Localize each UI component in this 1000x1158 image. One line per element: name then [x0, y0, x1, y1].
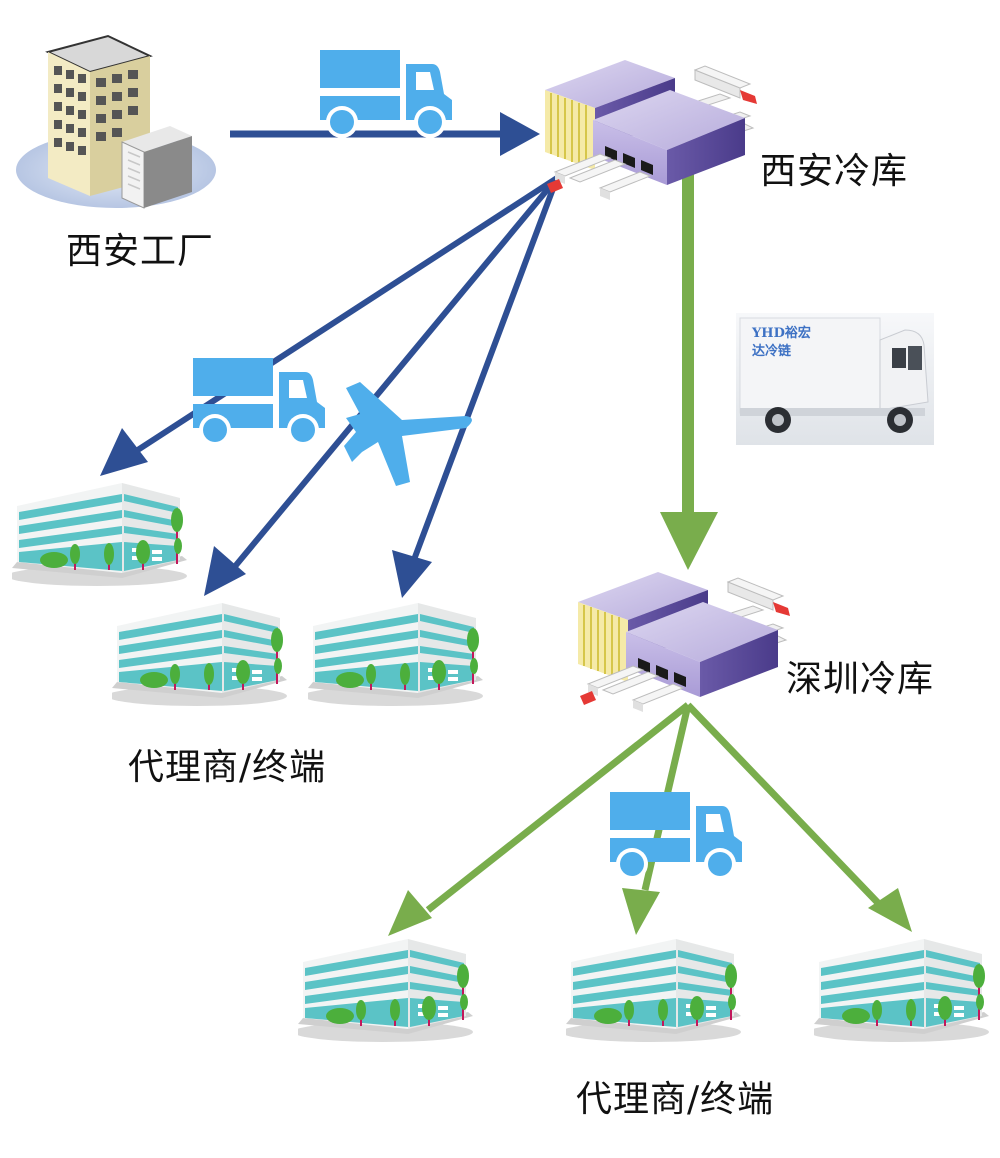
arrow-xian-to-shenzhen-storage — [660, 173, 718, 570]
arrow-shenzhen-to-dealer-4 — [388, 702, 691, 936]
truck-icon — [610, 792, 742, 880]
truck-photo-brand-line1: YHD裕宏 — [752, 326, 811, 341]
xian-dealer-building-3 — [308, 603, 483, 706]
xian-cold-storage-label: 西安冷库 — [760, 151, 909, 192]
refrigerated-truck-photo — [736, 313, 934, 445]
shenzhen-dealers-label: 代理商/终端 — [576, 1079, 775, 1120]
arrow-factory-to-xian-storage — [230, 112, 540, 156]
arrow-shenzhen-to-dealer-6 — [685, 702, 912, 932]
xian-dealer-building-1 — [12, 483, 187, 586]
truck-icon — [320, 50, 452, 138]
xian-dealers-label: 代理商/终端 — [128, 747, 327, 788]
factory-label: 西安工厂 — [66, 231, 215, 272]
factory-building-icon — [16, 34, 216, 209]
shenzhen-dealer-building-1 — [298, 939, 473, 1042]
arrow-xian-to-dealer-2 — [204, 176, 560, 596]
arrow-xian-to-dealer-3 — [392, 176, 560, 598]
shenzhen-cold-storage-label: 深圳冷库 — [786, 659, 935, 700]
xian-dealer-building-2 — [112, 603, 287, 706]
shenzhen-cold-storage-icon — [577, 571, 791, 713]
shenzhen-dealer-building-2 — [566, 939, 741, 1042]
shenzhen-dealer-building-3 — [814, 939, 989, 1042]
airplane-icon — [344, 382, 472, 486]
truck-photo-brand-line2: 达冷链 — [752, 344, 792, 359]
xian-cold-storage-icon — [544, 59, 758, 201]
